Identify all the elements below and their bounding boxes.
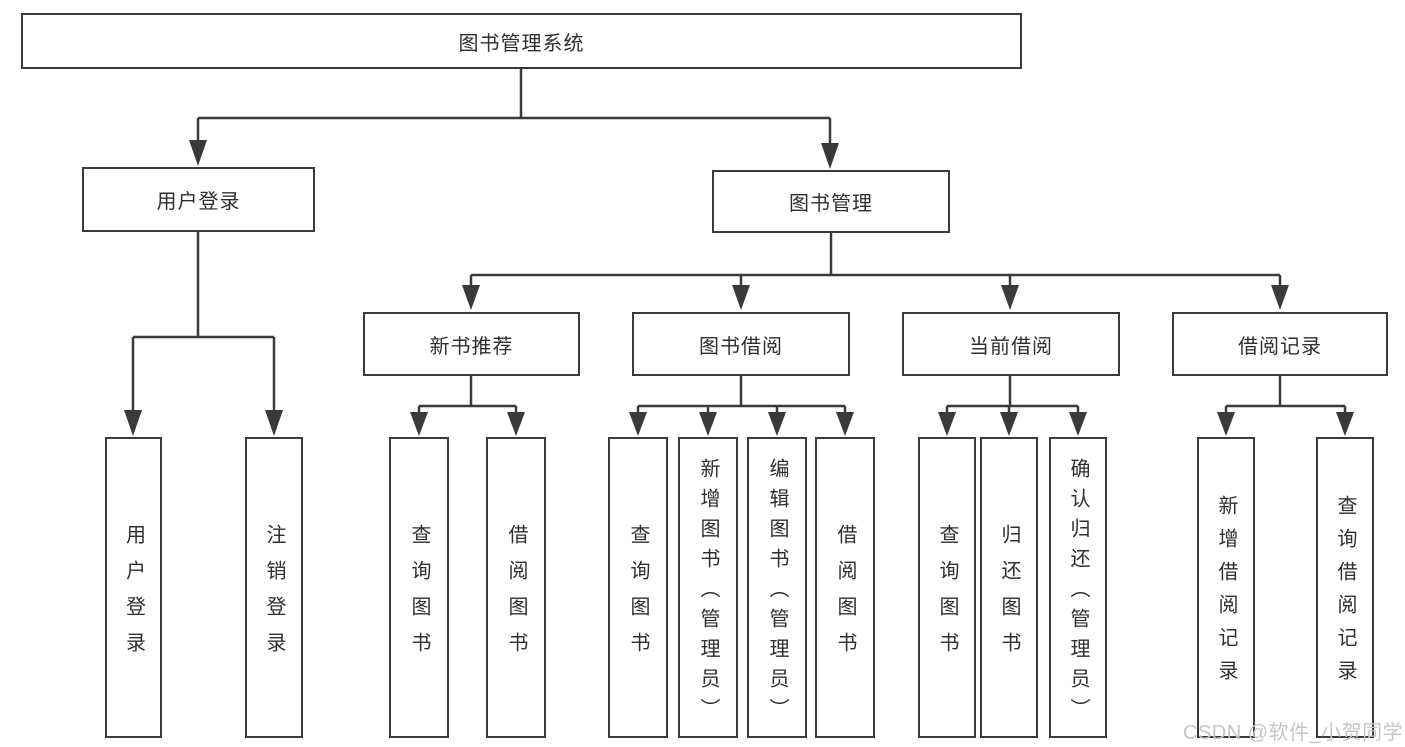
arrowhead-d2 (1336, 412, 1354, 436)
node-user-login: 用户登录 (82, 167, 315, 232)
node-label: 图书管理系统 (458, 32, 585, 55)
connector-sec-d-stem (1226, 376, 1345, 408)
node-label: 新增借阅记录 (1215, 495, 1237, 693)
arrowhead-d1 (1217, 412, 1235, 436)
arrowhead-a1 (410, 412, 428, 436)
arrowhead-sec-d (1271, 285, 1289, 310)
arrowhead-b2 (699, 412, 717, 436)
node-label: 查询图书 (408, 523, 430, 668)
node-edit-books-admin: 编辑图书（管理员） (747, 437, 807, 738)
node-leaf-logout: 注销登录 (245, 437, 303, 738)
node-root: 图书管理系统 (21, 13, 1022, 69)
connector-sec-b-stem (638, 376, 845, 408)
node-current-borrow: 当前借阅 (902, 312, 1120, 376)
node-label: 借阅记录 (1238, 335, 1322, 358)
node-book-borrow: 图书借阅 (632, 312, 850, 376)
node-query-books-recommend: 查询图书 (389, 437, 449, 738)
arrowhead-c1 (938, 412, 956, 436)
node-borrow-records: 借阅记录 (1172, 312, 1388, 376)
node-confirm-return-admin: 确认归还（管理员） (1049, 437, 1107, 738)
node-label: 编辑图书（管理员） (766, 457, 788, 728)
arrowhead-user-login (189, 140, 207, 166)
node-return-books: 归还图书 (980, 437, 1038, 738)
node-leaf-user-login: 用户登录 (105, 437, 162, 738)
node-query-books-borrow: 查询图书 (608, 437, 668, 738)
connector-mgmt-stem (471, 233, 1280, 277)
node-label: 归还图书 (998, 523, 1020, 668)
connector-sec-a-stem (419, 376, 516, 408)
csdn-watermark: CSDN @软件_小贺同学 (1183, 722, 1404, 744)
node-label: 注销登录 (263, 523, 285, 668)
node-label: 新书推荐 (429, 335, 514, 358)
connector-user-stem (133, 232, 274, 339)
node-label: 图书管理 (789, 193, 873, 215)
node-label: 当前借阅 (969, 335, 1053, 358)
arrowhead-c3 (1069, 412, 1087, 436)
node-query-books-current: 查询图书 (918, 437, 976, 738)
arrowhead-c2 (1000, 412, 1018, 436)
arrowhead-book-mgmt (821, 143, 839, 169)
node-new-book-recommend: 新书推荐 (363, 312, 580, 376)
node-query-borrow-record: 查询借阅记录 (1316, 437, 1374, 738)
arrowhead-user-leaf2 (265, 410, 283, 436)
node-borrow-books-borrow: 借阅图书 (815, 437, 875, 738)
node-label: 新增图书（管理员） (697, 457, 719, 728)
node-book-management: 图书管理 (712, 170, 950, 233)
node-label: 确认归还（管理员） (1067, 457, 1089, 728)
node-label: 借阅图书 (834, 523, 856, 668)
node-add-borrow-record: 新增借阅记录 (1197, 437, 1255, 738)
node-label: 图书借阅 (699, 335, 783, 358)
arrowhead-sec-a (462, 285, 480, 310)
node-label: 查询图书 (936, 523, 958, 668)
arrowhead-sec-b (732, 285, 750, 310)
node-label: 借阅图书 (505, 523, 527, 668)
arrowhead-b1 (629, 412, 647, 436)
node-borrow-books-recommend: 借阅图书 (486, 437, 546, 738)
arrowhead-sec-c (1001, 285, 1019, 310)
arrowhead-a2 (507, 412, 525, 436)
node-label: 用户登录 (122, 523, 145, 668)
connector-sec-c-stem (947, 376, 1078, 408)
arrowhead-b4 (836, 412, 854, 436)
node-add-books-admin: 新增图书（管理员） (678, 437, 738, 738)
node-label: 用户登录 (156, 191, 241, 213)
node-label: 查询借阅记录 (1334, 495, 1356, 693)
node-label: 查询图书 (627, 523, 649, 668)
arrowhead-b3 (768, 412, 786, 436)
arrowhead-user-leaf1 (124, 410, 142, 436)
